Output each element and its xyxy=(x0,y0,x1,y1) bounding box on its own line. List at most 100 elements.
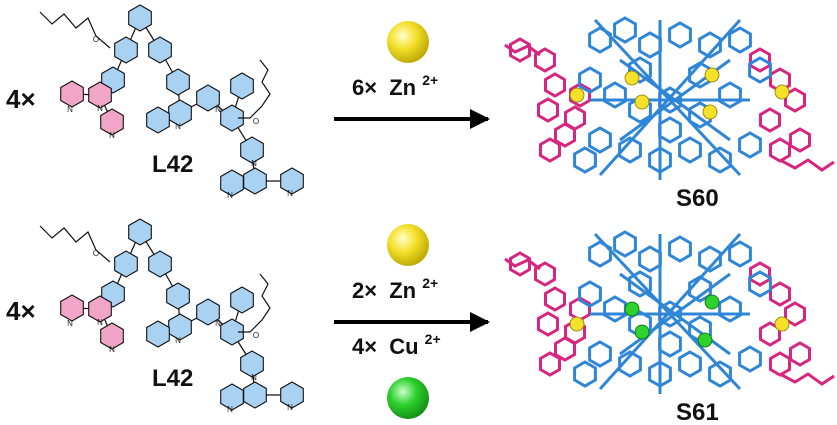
cage-blue-ring xyxy=(578,66,602,94)
condition-zinc-charge: 2+ xyxy=(422,275,438,291)
ligand-ring xyxy=(220,169,244,197)
cage-blue-ring xyxy=(728,26,752,54)
copper-center xyxy=(697,332,713,348)
ligand-ring xyxy=(280,167,304,195)
ligand-ring xyxy=(230,286,254,314)
ligand-ring xyxy=(168,313,192,341)
cage-blue-ring xyxy=(618,136,642,164)
nitrogen-atom-label: N xyxy=(215,319,221,328)
ligand-ring xyxy=(243,381,267,409)
cage-pink-ring xyxy=(784,301,806,327)
condition-zinc-ion: Zn xyxy=(389,278,416,303)
cage-pink-ring xyxy=(539,351,561,377)
nitrogen-atom-label: N xyxy=(175,122,181,131)
nitrogen-atom-label: N xyxy=(97,318,103,327)
ligand-ring xyxy=(196,84,220,112)
ligand-label-top: L42 xyxy=(152,151,193,178)
condition-zinc-count: 6× xyxy=(352,75,377,100)
cage-chain xyxy=(504,43,541,57)
alkyl-chain xyxy=(238,59,271,119)
cage-chain xyxy=(504,257,541,271)
condition-copper-count: 4× xyxy=(352,334,377,359)
alkyl-chain xyxy=(238,273,271,333)
multiplier-top: 4× xyxy=(6,84,36,114)
cage-pink-ring xyxy=(769,281,791,307)
product-label-top: S60 xyxy=(676,185,719,212)
cage-chain xyxy=(779,158,835,172)
ligand-ring xyxy=(166,282,190,310)
cage-blue-ring xyxy=(678,136,702,164)
cage-blue-ring xyxy=(613,230,637,258)
zinc-ion-sphere-bottom xyxy=(387,224,429,266)
cage-blue-ring xyxy=(638,245,662,273)
oxygen-atom-label: O xyxy=(253,331,259,340)
cage-pink-ring xyxy=(544,72,566,98)
zinc-center xyxy=(774,316,790,332)
cage-strut xyxy=(593,232,742,391)
cage-pink-ring xyxy=(749,261,771,287)
cage-pink-ring xyxy=(789,341,811,367)
cage-blue-ring xyxy=(578,280,602,308)
condition-copper-ion: Cu xyxy=(389,334,418,359)
ligand-ring xyxy=(240,350,264,378)
cage-blue-ring xyxy=(718,295,742,323)
cage-blue-ring xyxy=(603,81,627,109)
ligand-ring xyxy=(168,99,192,127)
zinc-center xyxy=(634,94,650,110)
cage-blue-ring xyxy=(668,21,692,49)
cage-blue-ring xyxy=(678,350,702,378)
ligand-ring xyxy=(60,294,84,322)
ligand-ring xyxy=(146,320,170,348)
cage-pink-ring xyxy=(537,97,559,123)
cage-blue-ring xyxy=(573,146,597,174)
ligand-ring xyxy=(196,298,220,326)
nitrogen-atom-label: N xyxy=(109,131,115,140)
cage-blue-ring xyxy=(748,270,772,298)
ligand-ring xyxy=(60,80,84,108)
ligand-ring xyxy=(128,4,152,32)
nitrogen-atom-label: N xyxy=(67,319,73,328)
cage-pink-ring xyxy=(749,47,771,73)
ligand-ring xyxy=(240,136,264,164)
ligand-label-bottom: L42 xyxy=(152,365,193,392)
condition-copper: 4× Cu 2+ xyxy=(352,331,441,359)
cage-blue-ring xyxy=(738,345,762,373)
cage-blue-ring xyxy=(698,31,722,59)
condition-zinc-top: 6× Zn 2+ xyxy=(352,72,438,100)
cage-blue-ring xyxy=(638,31,662,59)
condition-zinc-ion: Zn xyxy=(389,75,416,100)
oxygen-atom-label: O xyxy=(253,117,259,126)
cage-blue-ring xyxy=(588,26,612,54)
cage-pink-ring xyxy=(789,127,811,153)
cage-strut xyxy=(593,18,742,177)
ligand-ring xyxy=(220,104,244,132)
ligand-ring xyxy=(243,167,267,195)
cage-chain xyxy=(779,372,835,386)
ligand-ring xyxy=(100,322,124,350)
ligand-ring xyxy=(220,383,244,411)
nitrogen-atom-label: N xyxy=(109,345,115,354)
ligand-ring xyxy=(220,318,244,346)
ligand-ring xyxy=(146,106,170,134)
nitrogen-atom-label: N xyxy=(175,336,181,345)
condition-zinc-charge: 2+ xyxy=(422,72,438,88)
ligand-ring xyxy=(88,81,112,109)
cage-pink-ring xyxy=(509,251,531,277)
ligand-ring xyxy=(100,108,124,136)
zinc-center xyxy=(569,87,585,103)
condition-copper-charge: 2+ xyxy=(425,331,441,347)
ligand-ring xyxy=(148,250,172,278)
cage-pink-ring xyxy=(569,82,591,108)
cage-blue-ring xyxy=(708,146,732,174)
cage-blue-ring xyxy=(588,126,612,154)
nitrogen-atom-label: N xyxy=(251,159,257,168)
product-label-bottom: S61 xyxy=(676,399,719,425)
condition-zinc-bottom: 2× Zn 2+ xyxy=(352,275,438,303)
nitrogen-atom-label: N xyxy=(215,105,221,114)
ligand-ring xyxy=(128,218,152,246)
cage-pink-ring xyxy=(769,351,791,377)
cage-blue-ring xyxy=(618,350,642,378)
